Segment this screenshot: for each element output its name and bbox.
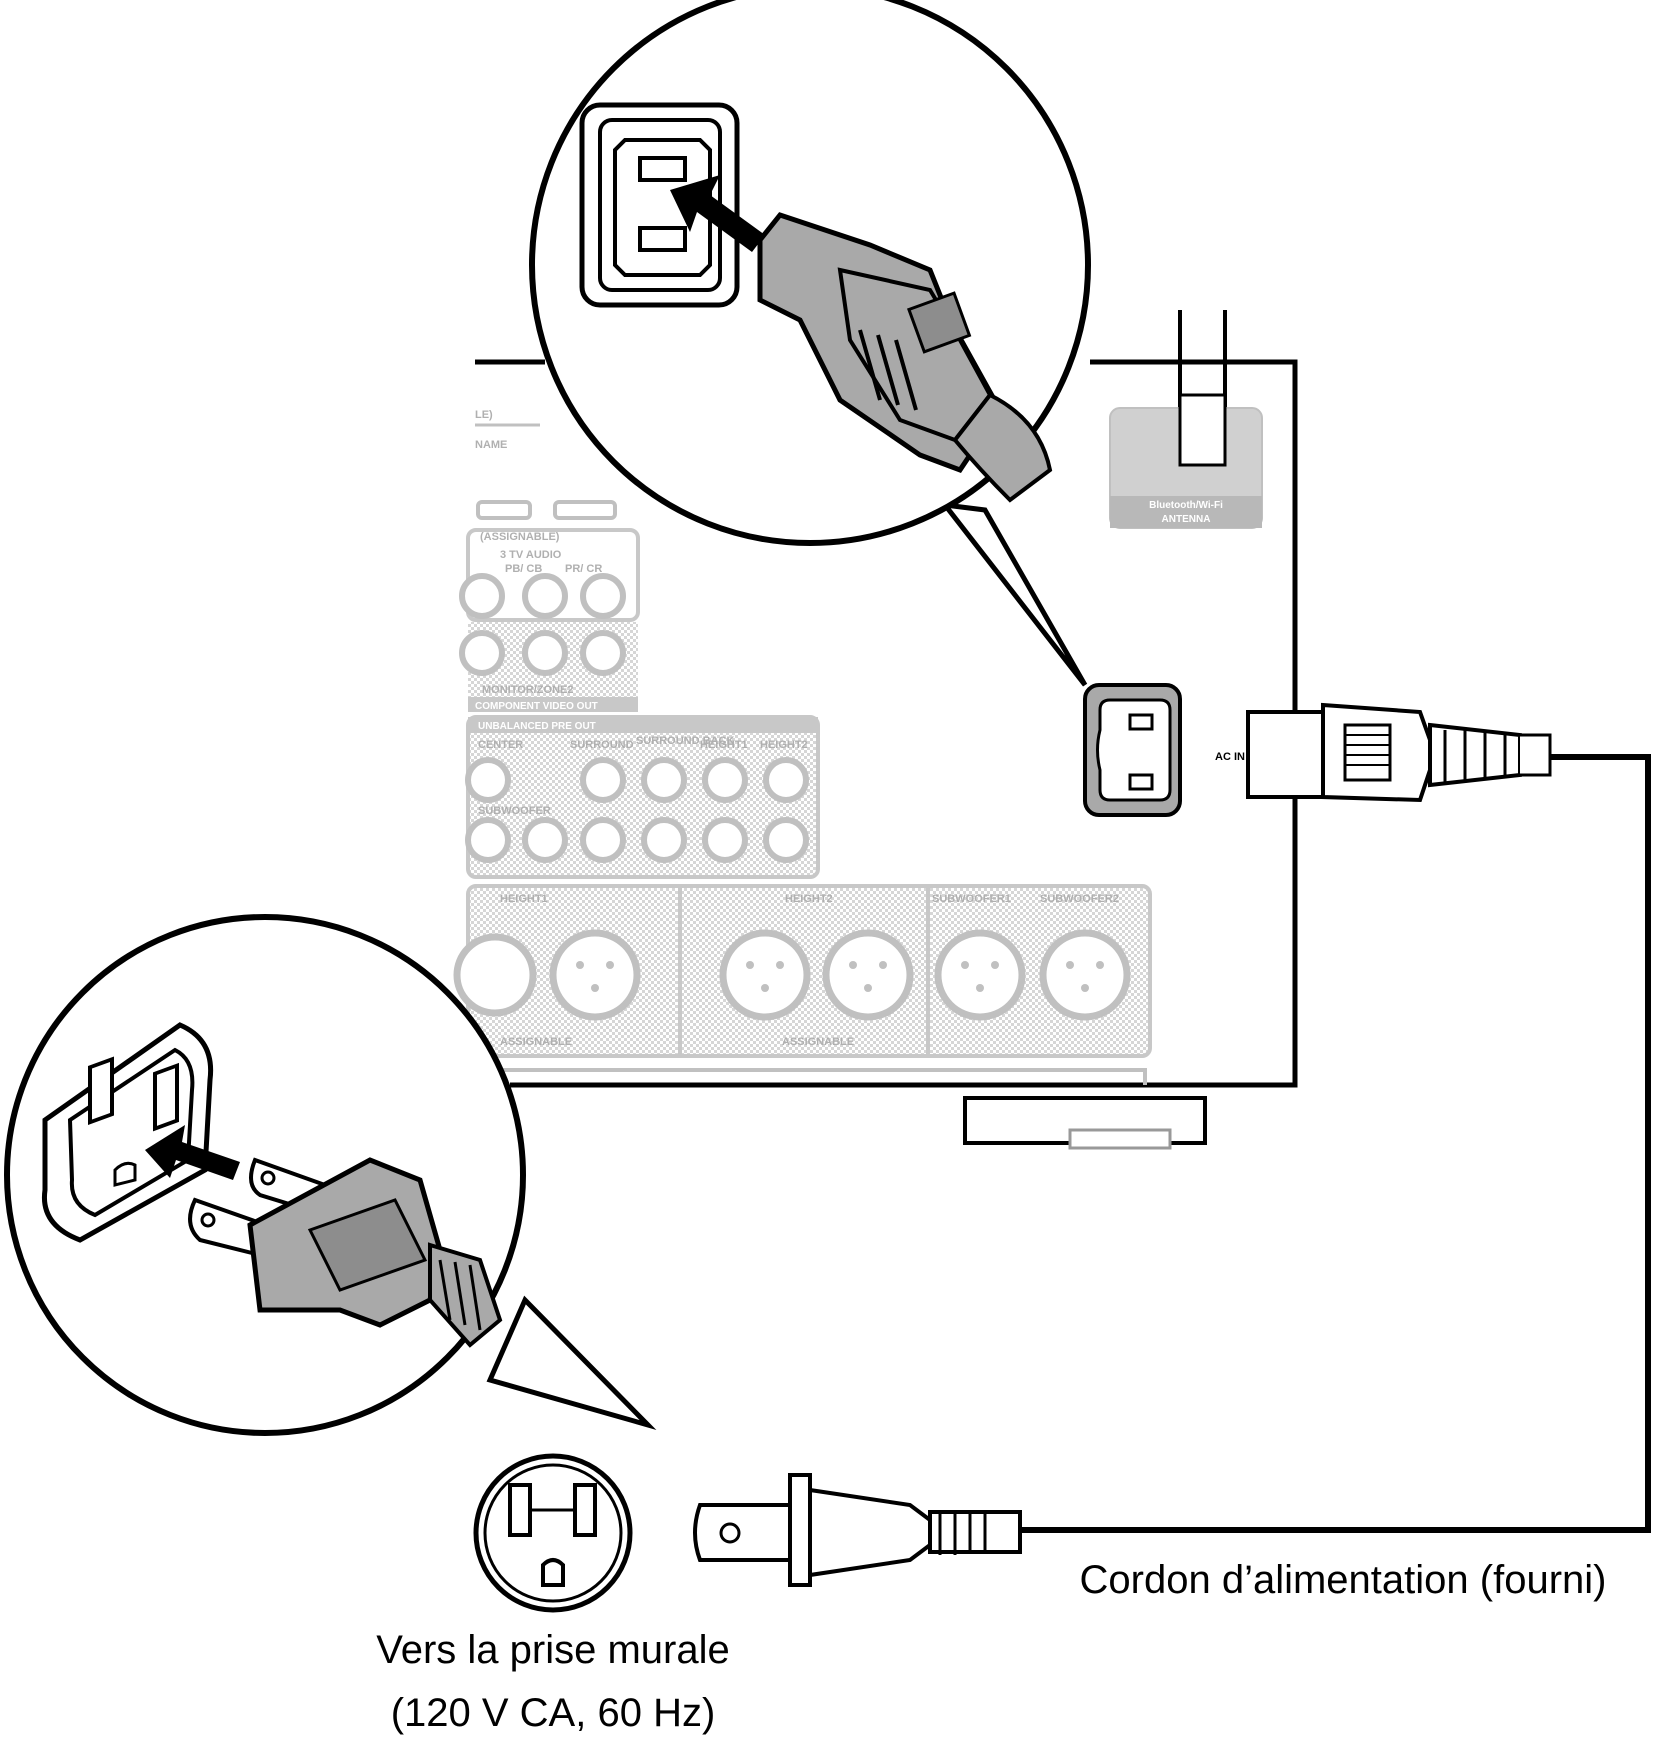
rca-jack bbox=[702, 817, 748, 863]
rca-jack bbox=[580, 817, 626, 863]
svg-text:MONITOR/ZONE2: MONITOR/ZONE2 bbox=[482, 684, 573, 696]
hdmi-area: LE) NAME bbox=[475, 409, 617, 520]
zoom-callout-wall-outlet bbox=[4, 914, 657, 1436]
bluetooth-wifi-antenna: Bluetooth/Wi-Fi ANTENNA bbox=[1109, 310, 1263, 529]
rca-jack bbox=[702, 757, 748, 803]
power-cord-caption: Cordon d’alimentation (fourni) bbox=[1080, 1558, 1607, 1602]
xlr-jack bbox=[934, 929, 1026, 1021]
rca-jack bbox=[522, 630, 568, 676]
rca-jack bbox=[459, 630, 505, 676]
xlr-jack bbox=[719, 929, 811, 1021]
rca-jack bbox=[580, 757, 626, 803]
rca-jack bbox=[641, 817, 687, 863]
xlr-jack bbox=[453, 933, 537, 1017]
svg-text:LE): LE) bbox=[475, 409, 493, 421]
wall-outlet-icon bbox=[473, 1453, 633, 1613]
svg-text:SUBWOOFER1: SUBWOOFER1 bbox=[932, 893, 1011, 905]
power-cord bbox=[473, 702, 1651, 1613]
rca-jack bbox=[580, 630, 626, 676]
svg-text:PR/ CR: PR/ CR bbox=[565, 563, 602, 575]
insert-arrow-icon bbox=[670, 175, 765, 252]
unbalanced-pre-out-block: UNBALANCED PRE OUT CENTER SURROUND SURRO… bbox=[465, 715, 820, 879]
svg-text:CENTER: CENTER bbox=[478, 739, 523, 751]
rca-jack bbox=[641, 757, 687, 803]
wall-outlet-caption-line1: Vers la prise murale bbox=[376, 1628, 729, 1672]
rca-jack bbox=[580, 573, 626, 619]
receiver-rear-panel: LE) NAME (ASSIGNABLE) 3 TV AUDIO PB/ CB … bbox=[453, 310, 1298, 1150]
component-video-block: (ASSIGNABLE) 3 TV AUDIO PB/ CB PR/ CR MO… bbox=[459, 528, 640, 712]
svg-text:HEIGHT2: HEIGHT2 bbox=[785, 893, 833, 905]
svg-text:3 TV AUDIO: 3 TV AUDIO bbox=[500, 549, 562, 561]
xlr-jack bbox=[549, 929, 641, 1021]
svg-text:ASSIGNABLE: ASSIGNABLE bbox=[782, 1036, 854, 1048]
svg-text:ANTENNA: ANTENNA bbox=[1162, 514, 1211, 525]
svg-text:HEIGHT2: HEIGHT2 bbox=[760, 739, 808, 751]
xlr-jack bbox=[1039, 929, 1131, 1021]
wall-plug bbox=[693, 1473, 1022, 1587]
wall-outlet-caption-line2: (120 V CA, 60 Hz) bbox=[391, 1691, 716, 1735]
svg-text:PB/ CB: PB/ CB bbox=[505, 563, 542, 575]
rca-jack bbox=[465, 817, 511, 863]
svg-text:SUBWOOFER2: SUBWOOFER2 bbox=[1040, 893, 1119, 905]
rca-jack bbox=[763, 817, 809, 863]
svg-text:HEIGHT1: HEIGHT1 bbox=[700, 739, 748, 751]
svg-text:NAME: NAME bbox=[475, 439, 507, 451]
iec-connector bbox=[1246, 710, 1325, 799]
svg-text:(ASSIGNABLE): (ASSIGNABLE) bbox=[480, 531, 560, 543]
zoom-callout-ac-inlet bbox=[529, 0, 1091, 687]
svg-text:SURROUND BACK: SURROUND BACK bbox=[636, 735, 734, 747]
xlr-jack bbox=[822, 929, 914, 1021]
xlr-output-block: HEIGHT1 HEIGHT2 SUBWOOFER1 SUBWOOFER2 AS… bbox=[453, 884, 1152, 1058]
svg-text:COMPONENT VIDEO OUT: COMPONENT VIDEO OUT bbox=[475, 701, 598, 712]
svg-text:ASSIGNABLE: ASSIGNABLE bbox=[500, 1036, 572, 1048]
rca-jack bbox=[763, 757, 809, 803]
svg-text:UNBALANCED PRE OUT: UNBALANCED PRE OUT bbox=[478, 721, 596, 732]
insert-arrow-icon bbox=[145, 1125, 240, 1180]
svg-text:SURROUND: SURROUND bbox=[570, 739, 634, 751]
svg-text:HEIGHT1: HEIGHT1 bbox=[500, 893, 548, 905]
rca-jack bbox=[522, 817, 568, 863]
svg-text:SUBWOOFER: SUBWOOFER bbox=[478, 805, 551, 817]
rca-jack bbox=[459, 573, 505, 619]
svg-text:AC IN: AC IN bbox=[1215, 751, 1245, 763]
svg-text:Bluetooth/Wi-Fi: Bluetooth/Wi-Fi bbox=[1149, 500, 1223, 511]
ac-inlet-socket: AC IN bbox=[1083, 683, 1245, 817]
rca-jack bbox=[522, 573, 568, 619]
rca-jack bbox=[465, 757, 511, 803]
